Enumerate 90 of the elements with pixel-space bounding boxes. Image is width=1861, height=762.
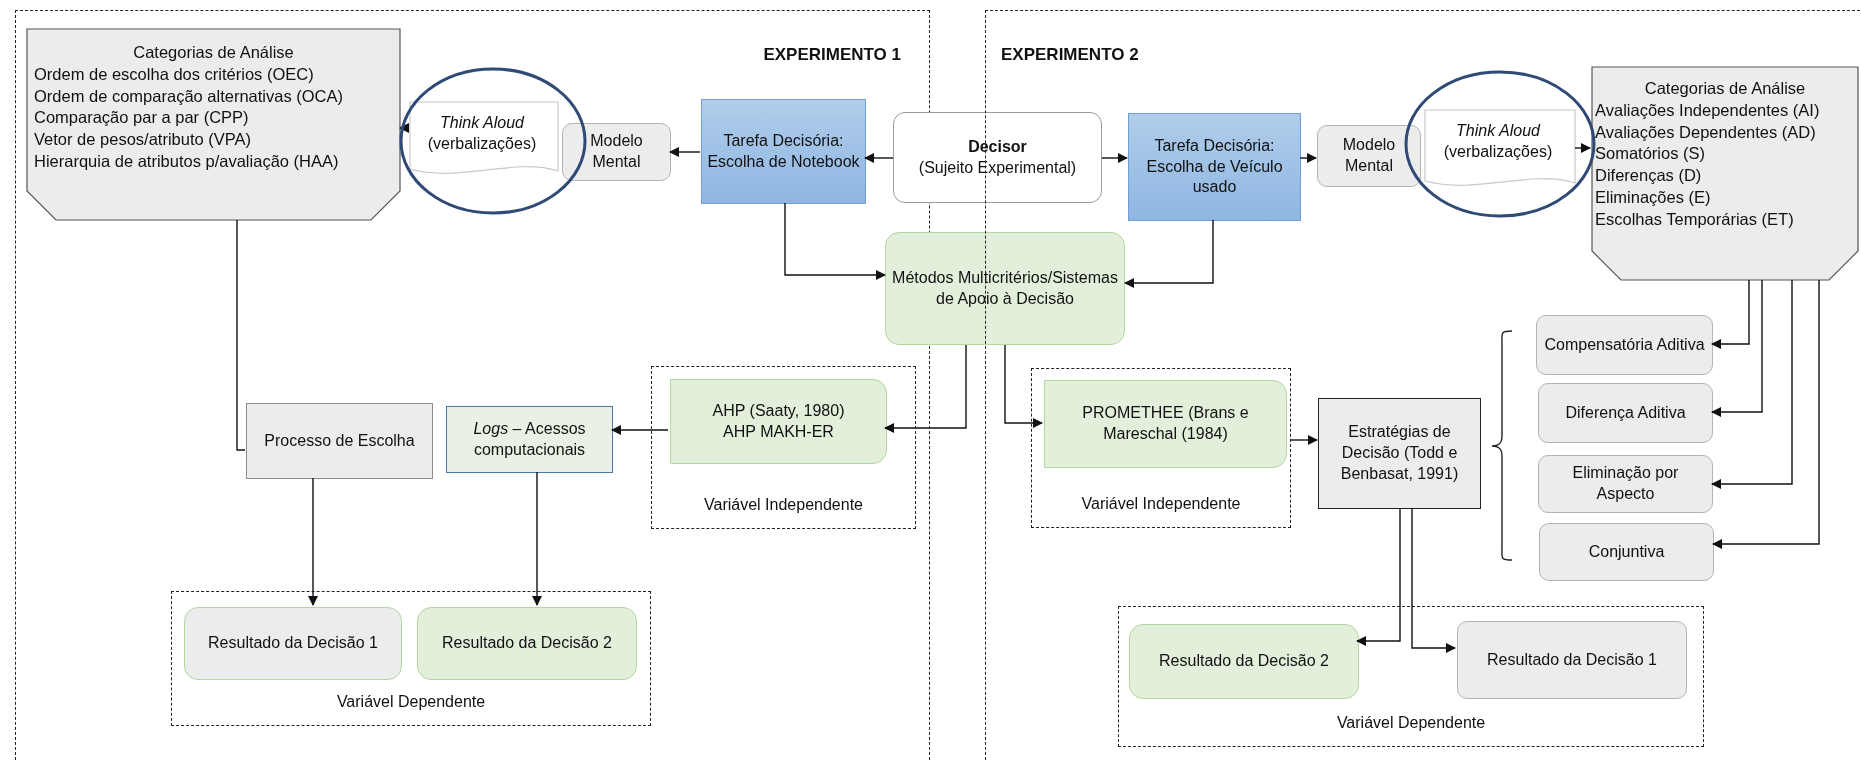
category-panel bbox=[1591, 66, 1859, 281]
arrow bbox=[1711, 279, 1750, 349]
process-box bbox=[885, 232, 1125, 345]
node-text: Conjuntiva bbox=[1588, 541, 1665, 562]
decision-maker-box bbox=[893, 112, 1102, 203]
category-item: Eliminações (E) bbox=[1595, 186, 1712, 208]
variable-group bbox=[1118, 606, 1704, 747]
arrow bbox=[784, 202, 886, 280]
arrow bbox=[1289, 435, 1318, 445]
node-heading: Decisor bbox=[968, 136, 1027, 157]
node-text: Resultado da Decisão 2 bbox=[442, 633, 612, 654]
process-box bbox=[562, 123, 671, 181]
node-text: Tarefa Decisória: Escolha de Notebook bbox=[706, 130, 861, 172]
process-box bbox=[1539, 523, 1714, 581]
section-title: EXPERIMENTO 2 bbox=[1001, 45, 1139, 65]
arrow bbox=[1711, 279, 1763, 417]
arrow bbox=[1712, 279, 1820, 549]
node-text: Logs – Acessos computacionais bbox=[472, 418, 587, 460]
node-text: Compensatória Aditiva bbox=[1544, 334, 1705, 355]
arrow bbox=[399, 123, 409, 133]
process-box bbox=[1318, 398, 1481, 509]
node-text: Modelo Mental bbox=[589, 131, 644, 172]
node-text: (Sujeito Experimental) bbox=[918, 157, 1077, 178]
group-label: Variável Independente bbox=[703, 496, 864, 514]
method-box bbox=[670, 379, 887, 464]
category-item: Ordem de escolha dos critérios (OEC) bbox=[34, 63, 315, 85]
panel-heading: Categorias de Análise bbox=[1643, 78, 1807, 99]
arrow bbox=[669, 147, 701, 157]
node-text: Processo de Escolha bbox=[264, 430, 415, 451]
process-box bbox=[1129, 624, 1359, 699]
group-label: Variável Dependente bbox=[1335, 714, 1487, 732]
arrow bbox=[1411, 507, 1456, 653]
result-box bbox=[184, 607, 402, 680]
node-text: Modelo Mental bbox=[1341, 135, 1397, 176]
section-title: EXPERIMENTO 1 bbox=[763, 45, 901, 65]
group-label: Variável Dependente bbox=[335, 693, 487, 711]
arrow bbox=[1574, 143, 1591, 153]
category-item: Comparação par a par (CPP) bbox=[34, 107, 250, 129]
node-text: (verbalizações) bbox=[427, 133, 537, 154]
arrow bbox=[1299, 153, 1317, 163]
variable-group bbox=[171, 591, 651, 726]
category-item: Hierarquia de atributos p/avaliação (HAA) bbox=[34, 150, 340, 172]
process-box bbox=[1538, 383, 1713, 443]
task-box bbox=[701, 99, 866, 204]
process-box bbox=[417, 607, 637, 680]
process-box bbox=[1317, 125, 1421, 187]
process-box bbox=[446, 406, 613, 473]
arrow bbox=[308, 477, 318, 606]
arrow bbox=[532, 471, 542, 606]
panel-heading: Categorias de Análise bbox=[132, 42, 295, 63]
node-text: Resultado da Decisão 1 bbox=[1487, 649, 1657, 670]
category-item: Avaliações Dependentes (AD) bbox=[1595, 121, 1817, 143]
node-text: Resultado da Decisão 1 bbox=[208, 633, 378, 654]
variable-group bbox=[1031, 368, 1291, 528]
node-text: (verbalizações) bbox=[1443, 141, 1553, 162]
category-item: Diferenças (D) bbox=[1595, 165, 1703, 187]
arrow bbox=[1124, 219, 1214, 288]
node-text: Estratégias de Decisão (Todd e Benbasat, 1991) bbox=[1339, 422, 1460, 484]
process-box bbox=[246, 403, 433, 479]
node-text: Eliminação por Aspecto bbox=[1571, 463, 1680, 504]
group-label: Variável Independente bbox=[1080, 495, 1242, 513]
connector-line bbox=[236, 219, 246, 451]
category-item: Escolhas Temporárias (ET) bbox=[1595, 208, 1795, 230]
process-box bbox=[1457, 621, 1687, 699]
variable-group bbox=[651, 366, 916, 529]
process-box bbox=[1538, 455, 1713, 513]
category-item: Vetor de pesos/atributo (VPA) bbox=[34, 129, 253, 151]
category-panel bbox=[26, 28, 401, 221]
node-heading: Think Aloud bbox=[440, 113, 524, 133]
arrow bbox=[1711, 279, 1793, 489]
node-text: AHP MAKH-ER bbox=[723, 421, 834, 442]
task-box bbox=[1128, 113, 1301, 221]
arrow bbox=[1004, 344, 1043, 428]
node-text: Métodos Multicritérios/Sistemas de Apoio à Decisão bbox=[891, 267, 1119, 309]
category-item: Ordem de comparação alternativas (OCA) bbox=[34, 85, 345, 107]
node-text: Diferença Aditiva bbox=[1565, 402, 1686, 423]
node-text: AHP (Saaty, 1980) bbox=[712, 400, 845, 421]
node-heading: Think Aloud bbox=[1456, 121, 1540, 141]
category-item: Avaliações Independentes (AI) bbox=[1595, 99, 1821, 121]
node-text: Resultado da Decisão 2 bbox=[1159, 651, 1329, 672]
node-text: PROMETHEE (Brans e Mareschal (1984) bbox=[1081, 403, 1250, 444]
arrow bbox=[884, 344, 967, 433]
node-text: Tarefa Decisória: Escolha de Veículo usado bbox=[1145, 135, 1284, 198]
arrow bbox=[1356, 507, 1401, 646]
method-box bbox=[1044, 380, 1287, 468]
arrow bbox=[1101, 153, 1128, 163]
arrow bbox=[864, 153, 894, 163]
process-box bbox=[1536, 315, 1713, 375]
category-item: Somatórios (S) bbox=[1595, 143, 1707, 165]
arrow bbox=[611, 425, 669, 435]
